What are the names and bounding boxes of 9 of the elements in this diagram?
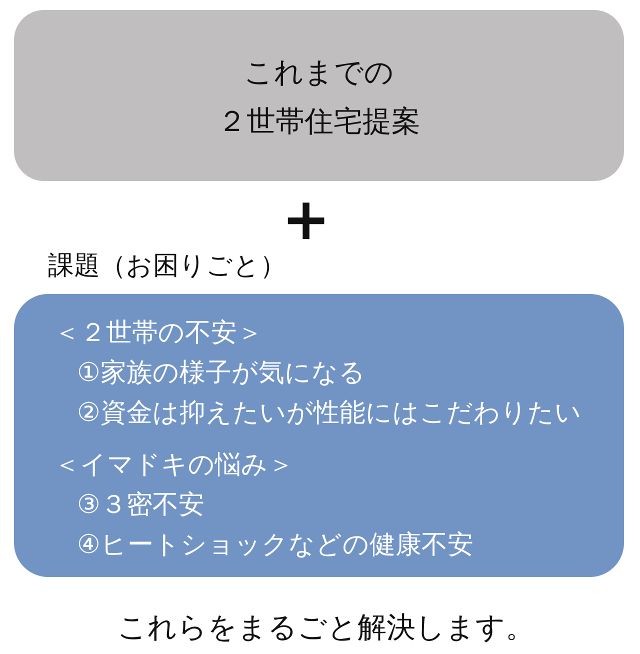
list-item: ②資金は抑えたいが性能にはこだわりたい bbox=[77, 396, 582, 430]
list-item: ③３密不安 bbox=[77, 488, 204, 522]
list-item: ①家族の様子が気になる bbox=[77, 356, 366, 390]
box-text: これまでの２世帯住宅提案 bbox=[218, 54, 420, 140]
subheading: ＜２世帯の不安＞ bbox=[54, 316, 263, 350]
closing-text: これらをまるごと解決します。 bbox=[118, 608, 534, 646]
subheading: ＜イマドキの悩み＞ bbox=[54, 448, 294, 482]
proposal-box bbox=[14, 10, 624, 181]
list-item: ④ヒートショックなどの健康不安 bbox=[77, 528, 474, 562]
